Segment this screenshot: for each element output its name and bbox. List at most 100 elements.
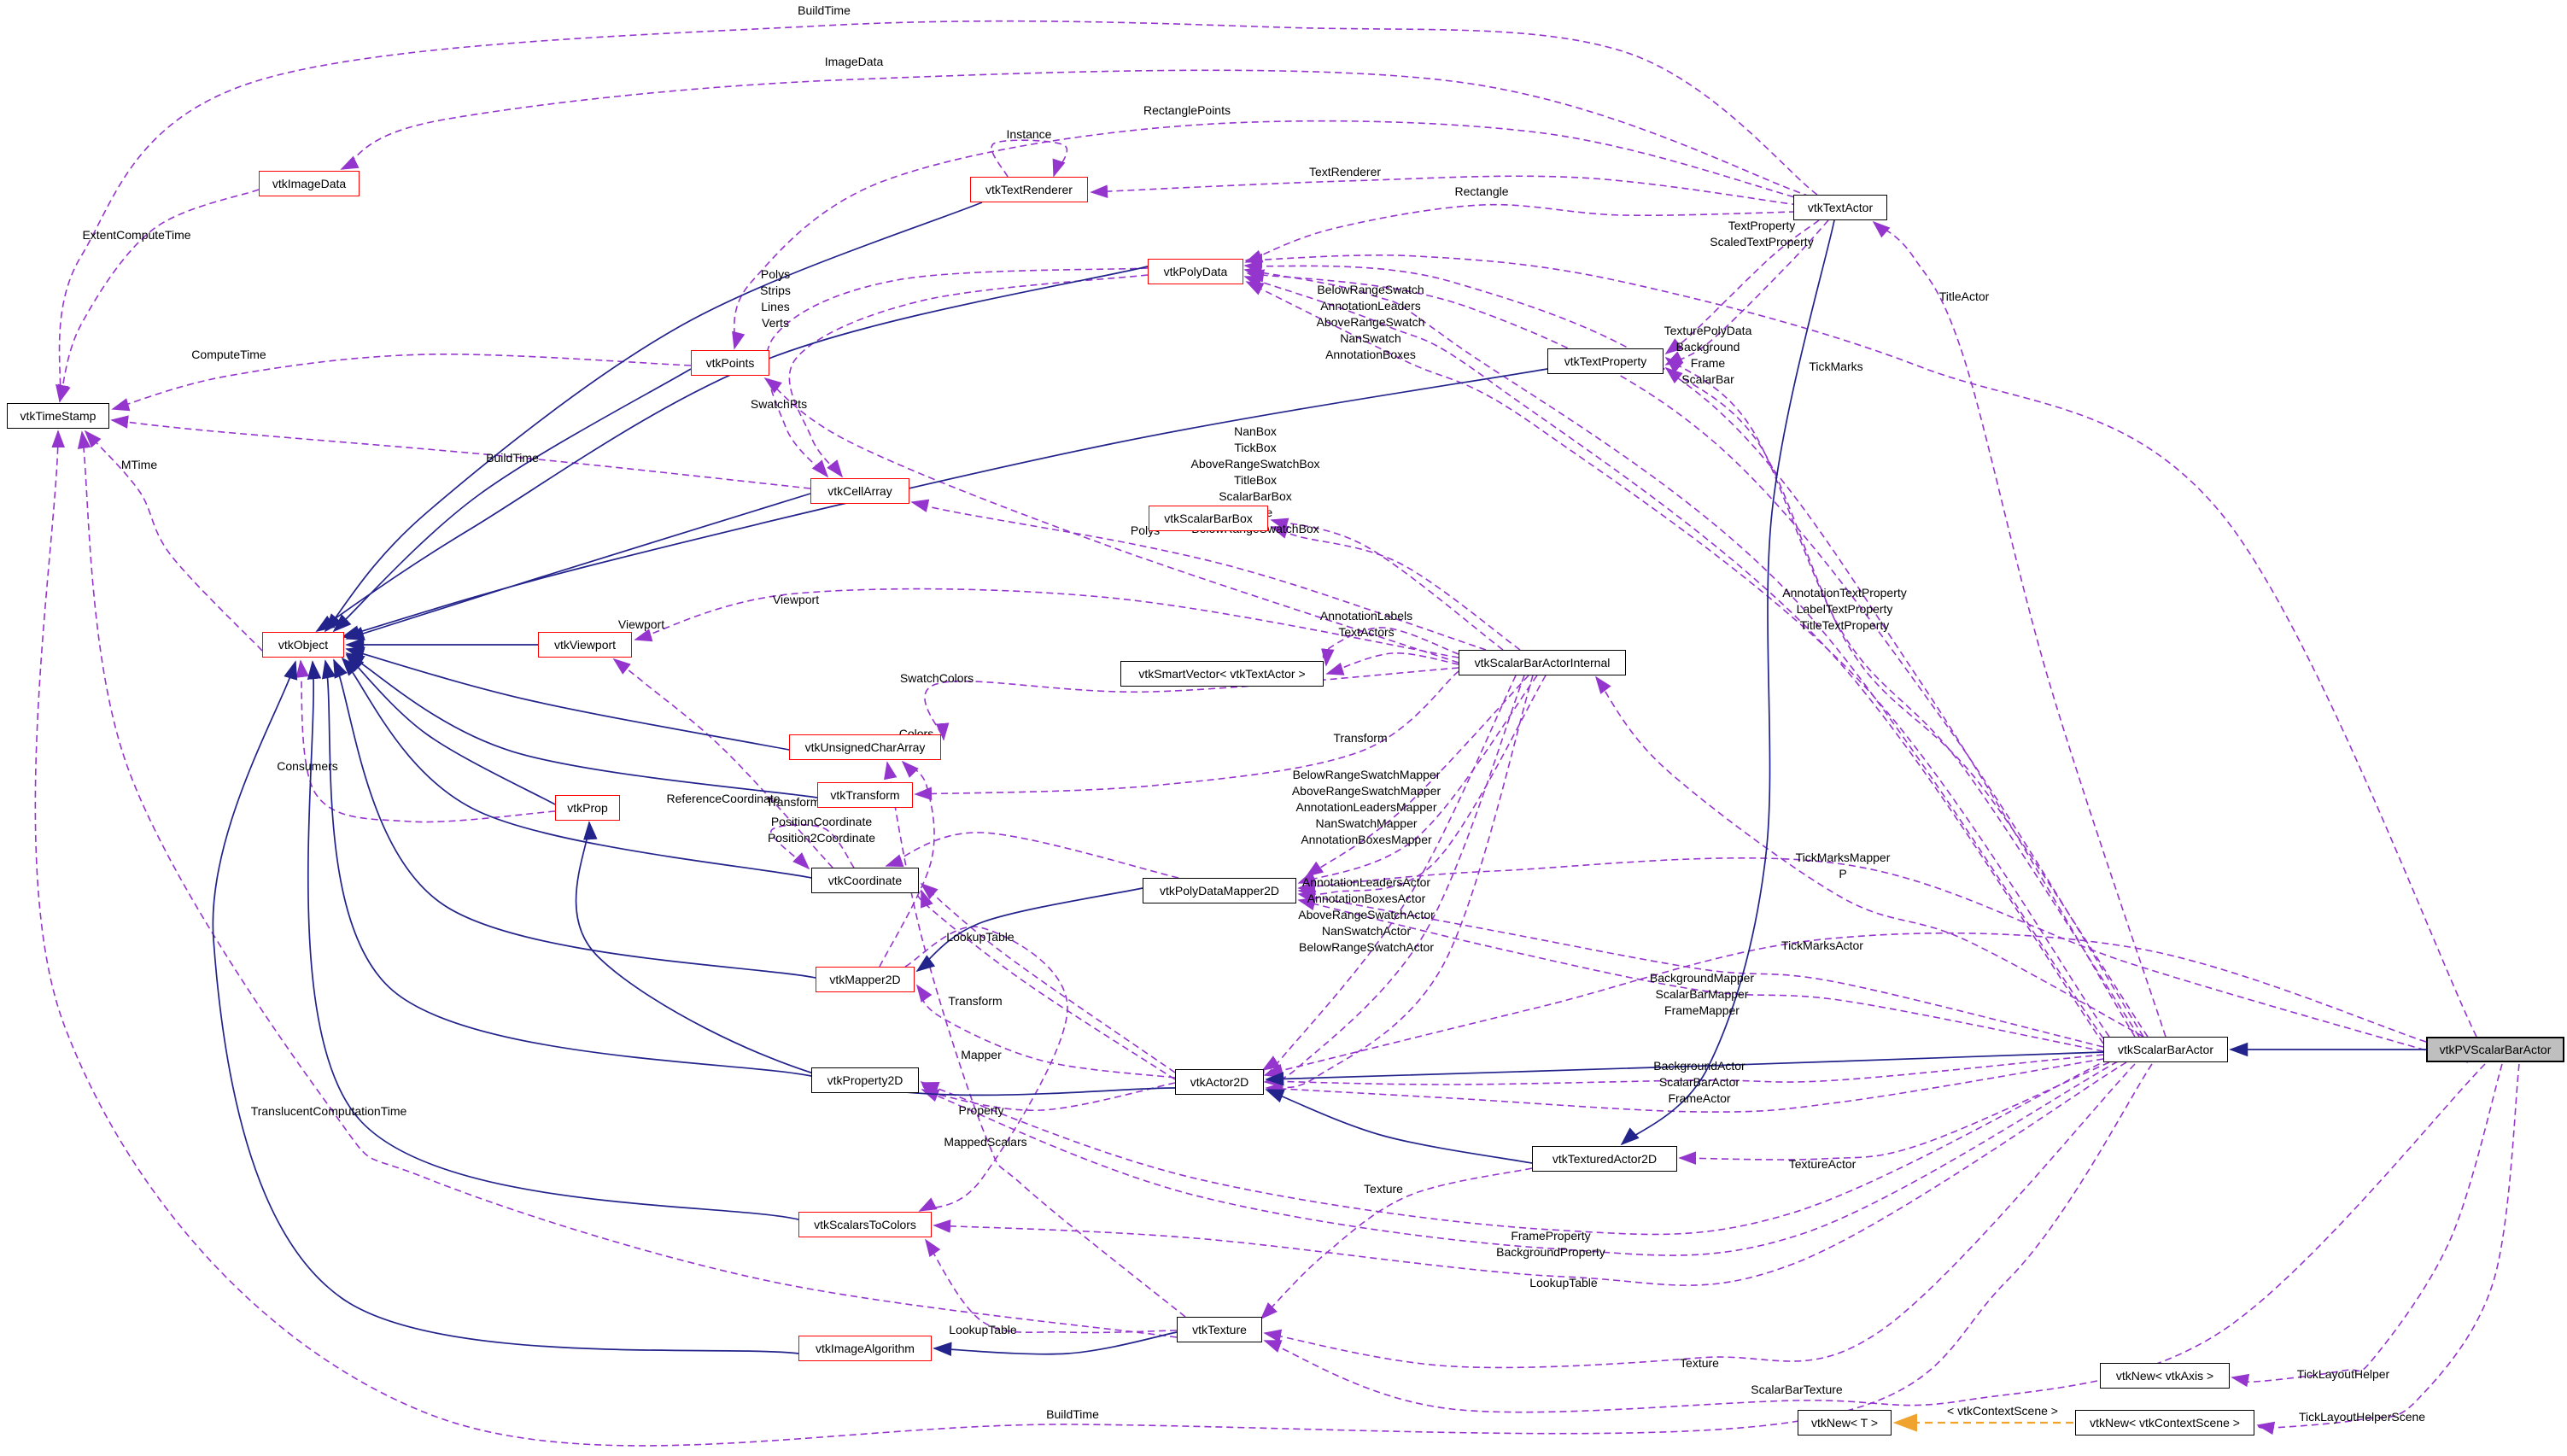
usage-edge	[2256, 1063, 2520, 1436]
usage-edge	[1265, 1054, 2104, 1089]
usage-edge	[1246, 269, 2144, 1038]
usage-edge	[991, 139, 1068, 178]
class-node-vtkScalarBarActor[interactable]: vtkScalarBarActor	[2103, 1037, 2228, 1062]
usage-edge	[1297, 897, 2104, 1052]
class-node-vtkImageAlgorithm[interactable]: vtkImageAlgorithm	[798, 1336, 932, 1361]
inheritance-edge	[332, 368, 692, 633]
class-node-vtkScalarBarBox[interactable]: vtkScalarBarBox	[1149, 506, 1268, 531]
usage-edge	[111, 353, 692, 412]
usage-edge	[770, 823, 855, 870]
inheritance-edge	[1265, 1051, 2104, 1086]
inheritance-edge	[341, 657, 812, 879]
usage-edge	[1297, 675, 1538, 884]
usage-edge	[1245, 281, 2110, 1038]
usage-edge	[1243, 266, 2104, 1039]
class-node-vtkTextRenderer[interactable]: vtkTextRenderer	[970, 177, 1088, 202]
usage-edge	[1263, 675, 1534, 1089]
usage-edge	[1243, 275, 2104, 1044]
usage-edge	[2231, 1063, 2503, 1388]
class-node-vtkProperty2D[interactable]: vtkProperty2D	[811, 1067, 919, 1093]
usage-edge	[295, 659, 556, 823]
usage-edge	[612, 658, 833, 868]
inheritance-edge	[341, 368, 1548, 640]
usage-edge	[1594, 675, 2144, 1038]
usage-edge	[77, 430, 1178, 1338]
class-node-vtkTextActor[interactable]: vtkTextActor	[1793, 195, 1887, 220]
inheritance-edge	[1620, 219, 1835, 1146]
inheritance-edge	[915, 887, 1143, 973]
usage-edge	[1265, 1058, 2104, 1113]
class-node-vtkSmartVector[interactable]: vtkSmartVector< vtkTextActor >	[1120, 661, 1324, 687]
inheritance-edge	[345, 652, 818, 798]
class-node-vtkPolyData[interactable]: vtkPolyData	[1148, 259, 1243, 284]
usage-edge	[56, 20, 1818, 403]
usage-edge	[925, 1238, 1178, 1334]
class-node-vtkNewT[interactable]: vtkNew< T >	[1798, 1410, 1892, 1436]
class-node-vtkViewport[interactable]: vtkViewport	[538, 632, 632, 658]
usage-edge	[788, 274, 1149, 478]
class-node-vtkCellArray[interactable]: vtkCellArray	[810, 478, 909, 504]
usage-edge	[763, 377, 1459, 664]
class-node-vtkObject[interactable]: vtkObject	[262, 632, 344, 658]
class-node-vtkPoints[interactable]: vtkPoints	[691, 350, 769, 376]
usage-edge	[1664, 366, 2149, 1038]
usage-edge	[1260, 1167, 1533, 1320]
usage-edge	[634, 588, 1459, 658]
usage-edge	[1265, 932, 2427, 1078]
usage-edge	[1872, 220, 2166, 1038]
usage-edge	[1270, 517, 1504, 651]
inheritance-edge	[345, 493, 811, 640]
class-node-vtkTexturedActor2D[interactable]: vtkTexturedActor2D	[1532, 1146, 1677, 1172]
usage-edge	[732, 120, 1805, 350]
usage-edge	[904, 926, 1068, 1212]
usage-edge	[57, 189, 260, 403]
usage-edge	[1297, 675, 1547, 898]
usage-edge	[1243, 260, 2136, 1038]
usage-edge	[34, 430, 2153, 1447]
inheritance-edge	[575, 821, 1176, 1096]
usage-edge	[765, 267, 1149, 478]
inheritance-edge	[333, 658, 816, 979]
inheritance-edge	[345, 653, 556, 805]
class-node-vtkTransform[interactable]: vtkTransform	[817, 782, 913, 808]
usage-edge	[920, 1080, 1176, 1112]
class-node-vtkScalarsToColors[interactable]: vtkScalarsToColors	[798, 1212, 932, 1237]
usage-edge	[1244, 253, 2477, 1038]
usage-edge	[340, 69, 1811, 197]
class-node-vtkActor2D[interactable]: vtkActor2D	[1175, 1069, 1264, 1095]
inheritance-edge	[324, 202, 983, 633]
class-node-vtkNewAxis[interactable]: vtkNew< vtkAxis >	[2100, 1363, 2230, 1389]
class-node-vtkProp[interactable]: vtkProp	[555, 795, 620, 821]
class-node-vtkTextProperty[interactable]: vtkTextProperty	[1547, 348, 1664, 374]
usage-edge	[1664, 219, 1820, 355]
class-node-vtkCoordinate[interactable]: vtkCoordinate	[811, 868, 919, 893]
usage-edge	[1664, 356, 2140, 1038]
inheritance-edge	[212, 660, 799, 1354]
usage-edge	[1325, 652, 1459, 675]
class-node-vtkPolyDataMapper2D[interactable]: vtkPolyDataMapper2D	[1143, 878, 1296, 903]
usage-edge	[1664, 219, 1829, 365]
usage-edge	[1678, 1061, 2110, 1165]
usage-edge	[933, 1061, 2127, 1286]
usage-edge	[1263, 1063, 2486, 1413]
inheritance-edge	[1265, 1089, 1533, 1164]
usage-edge	[1244, 203, 1797, 263]
class-node-vtkImageData[interactable]: vtkImageData	[259, 171, 360, 196]
usage-edge	[1297, 857, 2469, 1063]
usage-edge	[1320, 627, 1459, 667]
class-node-vtkTexture[interactable]: vtkTexture	[1177, 1317, 1262, 1342]
class-node-vtkPVScalarBarActor[interactable]: vtkPVScalarBarActor	[2426, 1037, 2564, 1062]
class-node-vtkNewContextScene[interactable]: vtkNew< vtkContextScene >	[2075, 1410, 2254, 1436]
usage-edge	[920, 882, 1176, 1073]
usage-edge	[885, 832, 1179, 879]
class-node-vtkMapper2D[interactable]: vtkMapper2D	[816, 967, 915, 992]
usage-edge	[916, 889, 1176, 1080]
class-node-vtkUnsignedCharArray[interactable]: vtkUnsignedCharArray	[789, 734, 941, 760]
inheritance-edge	[345, 646, 790, 751]
class-node-vtkScalarBarActorInternal[interactable]: vtkScalarBarActorInternal	[1459, 650, 1626, 675]
usage-edge	[110, 415, 811, 489]
usage-edge	[1090, 175, 1799, 206]
class-node-vtkTimeStamp[interactable]: vtkTimeStamp	[7, 403, 109, 429]
